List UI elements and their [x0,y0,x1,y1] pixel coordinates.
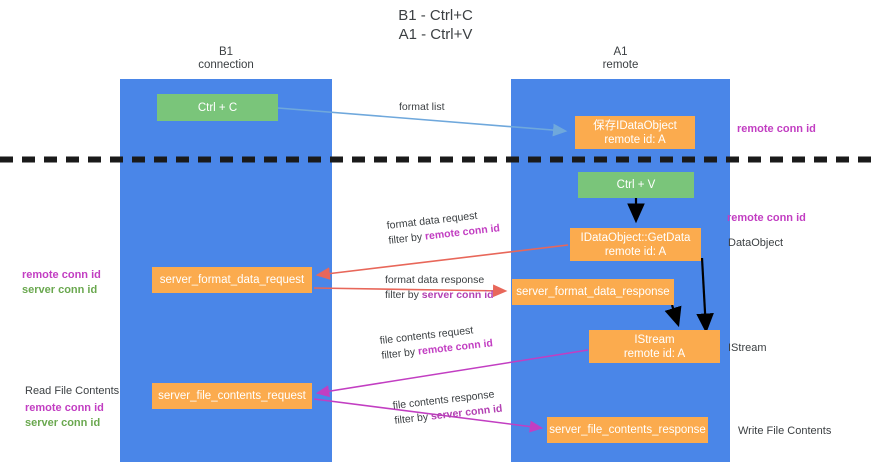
node-server-file-contents-response[interactable]: server_file_contents_response [547,417,708,443]
node-server-format-data-request[interactable]: server_format_data_request [152,267,312,293]
annotation-istream-text: IStream [728,342,767,354]
node-server-file-contents-request-label: server_file_contents_request [158,390,306,402]
annotation-read-file-contents-text: Read File Contents [25,385,120,397]
annotation-remote-conn-id-middle: remote conn id [727,211,806,226]
annotation-remote-conn-id-text: remote conn id [727,212,806,224]
arrow-format-data-response [313,284,508,298]
node-server-format-data-response[interactable]: server_format_data_response [512,279,674,305]
filter-key-server-conn-id: server conn id [421,289,494,301]
annotation-dataobject-text: DataObject [728,237,784,249]
filter-prefix: filter by [387,231,423,247]
node-idataobject-getdata[interactable]: IDataObject::GetData remote id: A [570,228,701,261]
node-istream-sublabel: remote id: A [623,347,686,360]
edge-label-format-list-line1: format list [399,101,445,113]
column-header-a1: A1 remote [602,46,639,71]
filter-prefix: filter by [393,411,429,427]
node-server-format-data-request-label: server_format_data_request [159,274,305,286]
node-save-idataobject-sublabel: remote id: A [604,133,666,146]
node-server-format-data-response-label: server_format_data_response [516,286,670,298]
annotation-left-conn-ids-format: remote conn id server conn id [22,268,101,298]
node-ctrl-v[interactable]: Ctrl + V [578,172,694,198]
node-server-file-contents-response-label: server_file_contents_response [549,424,706,436]
node-idataobject-getdata-sublabel: remote id: A [604,245,667,258]
node-istream[interactable]: IStream remote id: A [589,330,720,363]
annotation-remote-conn-id-text: remote conn id [25,402,104,414]
filter-prefix: filter by [385,289,419,301]
node-ctrl-c-label: Ctrl + C [197,101,238,114]
annotation-write-file-contents-text: Write File Contents [738,425,832,437]
node-ctrl-c[interactable]: Ctrl + C [157,94,278,121]
arrow-getdata-to-istream [696,257,714,334]
edge-label-format-data-response-filter: filter by server conn id [385,288,494,303]
phase-separator-dashed-line [0,156,871,163]
edge-label-format-list: format list [399,100,445,115]
node-server-file-contents-request[interactable]: server_file_contents_request [152,383,312,409]
edge-label-format-data-response-line1: format data response [385,274,485,286]
annotation-server-conn-id-text: server conn id [22,284,98,296]
arrow-response-to-istream [664,304,682,328]
annotation-write-file-contents: Write File Contents [738,424,831,439]
node-ctrl-v-label: Ctrl + V [616,179,656,191]
node-istream-label: IStream [634,333,675,346]
node-save-idataobject[interactable]: 保存IDataObject remote id: A [575,116,695,149]
annotation-istream: IStream [728,341,767,356]
annotation-server-conn-id-text: server conn id [25,417,101,429]
column-header-b1: B1 connection [198,46,254,71]
page-title: B1 - Ctrl+C A1 - Ctrl+V [398,7,473,43]
arrow-file-contents-response [313,398,544,433]
node-idataobject-getdata-label: IDataObject::GetData [580,231,691,244]
annotation-remote-conn-id-text: remote conn id [737,123,816,135]
annotation-remote-conn-id-text: remote conn id [22,269,101,281]
filter-prefix: filter by [380,346,416,362]
node-save-idataobject-label: 保存IDataObject [593,119,677,132]
annotation-dataobject: DataObject [728,236,783,251]
annotation-left-conn-ids-file: remote conn id server conn id [25,401,104,431]
edge-label-format-data-response: format data response filter by server co… [385,273,494,303]
annotation-remote-conn-id-top: remote conn id [737,122,816,137]
arrow-format-data-request [315,244,569,280]
arrow-file-contents-request [315,349,589,398]
arrow-format-list [277,107,568,137]
annotation-read-file-contents: Read File Contents [25,384,119,399]
